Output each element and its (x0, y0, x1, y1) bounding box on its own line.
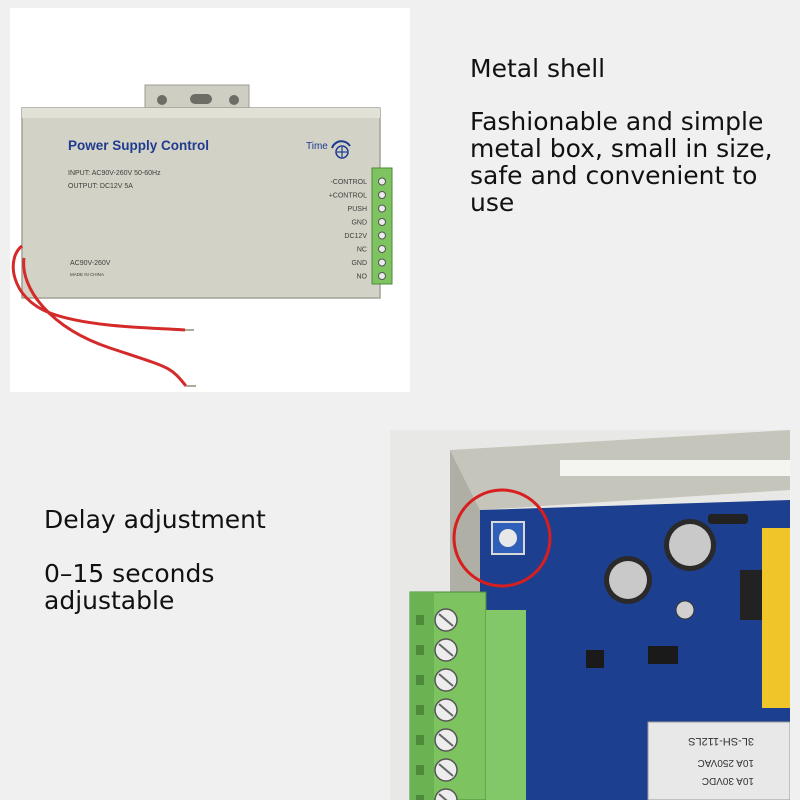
terminal-label: PUSH (348, 206, 367, 213)
trimmer-dial-icon (499, 529, 517, 547)
screw-icon (378, 245, 386, 253)
terminal-label: GND (351, 260, 367, 267)
terminal-screws (416, 608, 458, 800)
feature-title-delay: Delay adjustment (44, 505, 266, 534)
diode (708, 514, 748, 524)
screw-icon (378, 231, 386, 240)
terminal-label: NC (357, 247, 367, 254)
terminal-label: NO (357, 274, 368, 281)
ic-chip (648, 646, 678, 664)
circuit-board-photo: 3L-SH-112LS 10A 250VAC 10A 30VDC (390, 430, 790, 800)
wire-slot-icon (416, 765, 424, 775)
feature-description-metal-shell: Fashionable and simple metal box, small … (470, 107, 773, 217)
wire-slot-icon (416, 615, 424, 625)
voltage-range: AC90V-260V (70, 260, 111, 267)
power-supply-illustration: Power Supply Control INPUT: AC90V-260V 5… (11, 84, 393, 387)
circuit-board-illustration: 3L-SH-112LS 10A 250VAC 10A 30VDC (390, 430, 790, 800)
wire-slot-icon (416, 735, 424, 745)
terminal-label: +CONTROL (329, 193, 367, 200)
wire-slot-icon (416, 705, 424, 715)
screw-icon (378, 177, 386, 186)
wire-slot-icon (416, 795, 424, 800)
input-spec: INPUT: AC90V-260V 50-60Hz (68, 170, 161, 177)
time-arc-icon (331, 140, 351, 149)
screw-icon (434, 788, 458, 800)
feature-title-metal-shell: Metal shell (470, 54, 606, 83)
small-capacitor (675, 600, 695, 620)
screw-icon (378, 258, 386, 267)
output-spec: OUTPUT: DC12V 5A (68, 183, 133, 190)
terminal-labels: -CONTROL +CONTROL PUSH GND DC12V NC GND NO (329, 179, 368, 281)
wire-slot-icon (416, 645, 424, 655)
screw-icon (378, 204, 386, 213)
feature-panel-metal-shell: Power Supply Control INPUT: AC90V-260V 5… (10, 8, 773, 392)
terminal-label: GND (351, 220, 367, 227)
feature-description-delay: 0–15 seconds adjustable (44, 559, 215, 615)
screw-slot-icon (438, 703, 454, 717)
screw-slot-icon (438, 643, 454, 657)
terminal-screws (378, 177, 386, 280)
screw-slot-icon (438, 673, 454, 687)
screw-slot-icon (438, 793, 448, 800)
screw-slot-icon (438, 733, 454, 747)
transistor (586, 650, 604, 668)
relay (647, 721, 790, 800)
red-wire (22, 257, 188, 387)
terminal-label: -CONTROL (330, 179, 367, 186)
made-in-label: MADE IN CHINA (70, 272, 104, 277)
bracket-slot-icon (190, 94, 212, 104)
screw-icon (378, 218, 386, 226)
highlight-circle (452, 488, 552, 588)
metal-shell (21, 107, 381, 299)
brand-label: Power Supply Control (68, 138, 209, 153)
relay-model: 3L-SH-112LS (688, 735, 754, 747)
transformer (762, 528, 790, 708)
relay-rating-dc: 10A 30VDC (702, 775, 754, 786)
relay-rating-ac: 10A 250VAC (697, 757, 754, 768)
screw-icon (378, 191, 386, 199)
power-supply-photo: Power Supply Control INPUT: AC90V-260V 5… (10, 8, 410, 392)
terminal-label: DC12V (344, 233, 367, 240)
time-dial-icon (335, 145, 349, 159)
time-label: Time (306, 141, 328, 152)
wire-slot-icon (416, 675, 424, 685)
screw-slot-icon (438, 763, 454, 777)
bracket-hole-icon (157, 95, 167, 105)
screw-slot-icon (438, 613, 454, 627)
screw-icon (378, 272, 386, 280)
bracket-hole-icon (229, 95, 239, 105)
